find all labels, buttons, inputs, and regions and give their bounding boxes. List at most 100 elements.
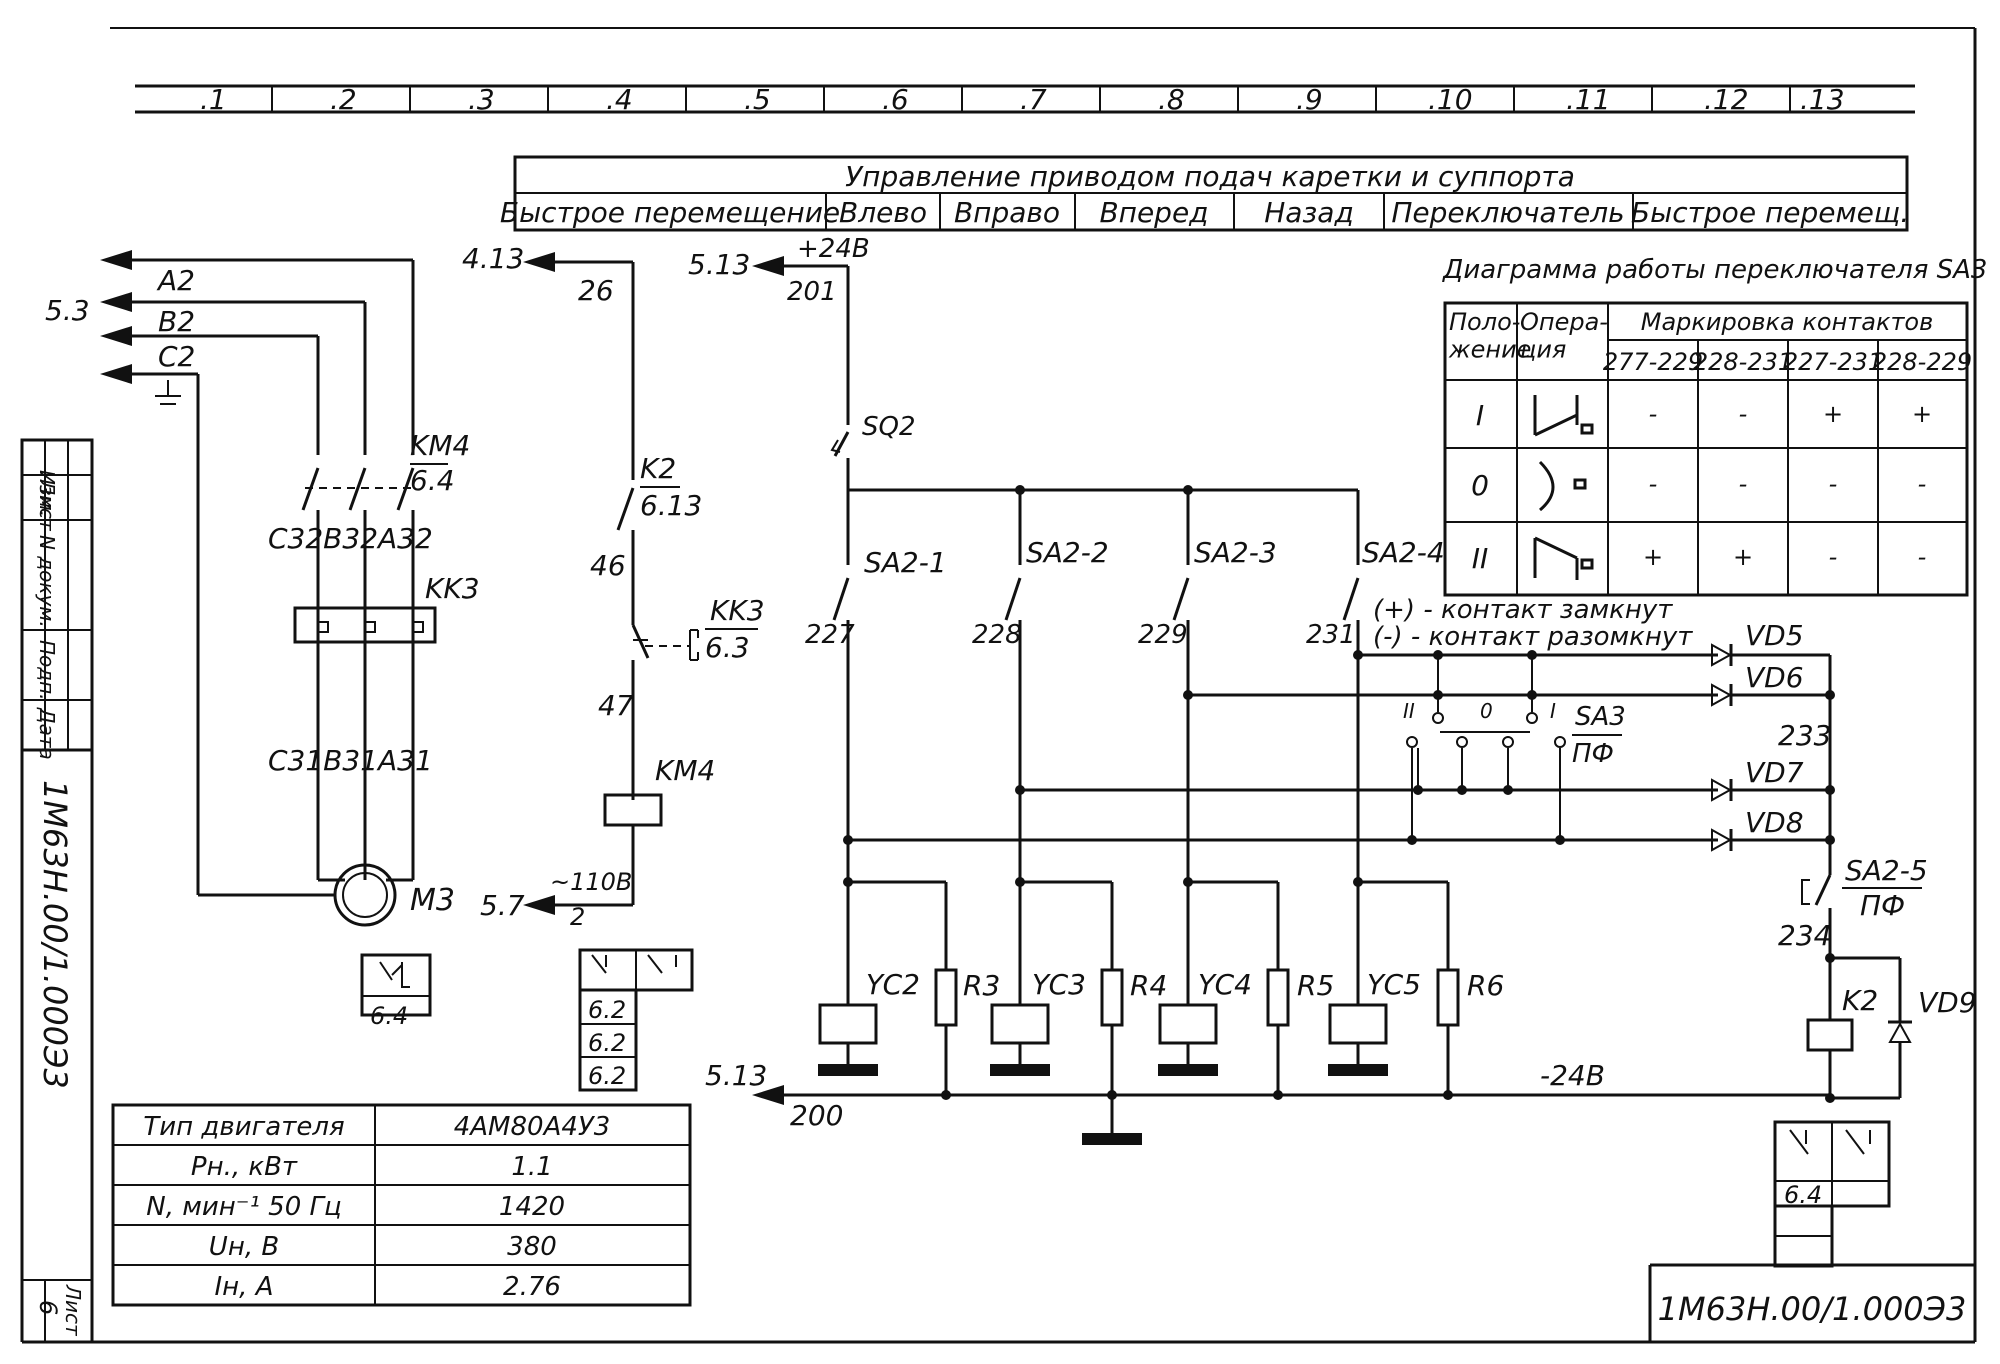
side-header: Дата — [35, 707, 59, 760]
wire-200: 200 — [790, 1099, 843, 1132]
legend-open: (-) - контакт разомкнут — [1373, 622, 1693, 652]
col-marking-header: Маркировка контактов — [1641, 308, 1934, 336]
contact-state: - — [1739, 470, 1748, 498]
wire-231: 231 — [1306, 620, 1356, 650]
header-cell: Влево — [839, 196, 927, 229]
solenoid-yc4 — [1158, 1003, 1218, 1045]
wire-201: 201 — [787, 277, 837, 307]
position-cell: 0 — [1471, 469, 1489, 502]
operation-right-icon — [1533, 395, 1594, 437]
k2-contact-ref: 6.13 — [640, 489, 702, 522]
solenoid-yc2 — [818, 1003, 878, 1045]
sa3-position: II — [1403, 699, 1415, 723]
vd7-label: VD7 — [1745, 756, 1804, 789]
ref-4-13: 4.13 — [462, 242, 524, 275]
kk3-contact-ref: 6.3 — [705, 631, 750, 664]
ref-5-13-bottom: 5.13 — [705, 1059, 767, 1092]
vd6-label: VD6 — [1745, 661, 1804, 694]
motor-spec-label: Iн, А — [215, 1272, 274, 1302]
function-header: Управление приводом подач каретки и супп… — [500, 155, 1909, 232]
motor-spec-value: 1.1 — [511, 1152, 552, 1182]
ruler-mark: .13 — [1800, 83, 1845, 116]
sa3-position: 0 — [1480, 699, 1493, 723]
document-code: 1М63Н.00/1.000Э3 — [1658, 1290, 1967, 1328]
contact-state: + — [1733, 543, 1753, 571]
sa2-1-label: SA2-1 — [864, 546, 947, 579]
ruler-mark: .7 — [1020, 83, 1047, 116]
k2-xref: 6.4 — [1784, 1181, 1822, 1209]
contact-state: + — [1912, 400, 1932, 428]
ref-5-13-top: 5.13 — [688, 248, 750, 281]
operation-left-icon — [1533, 536, 1594, 580]
sa2-5-sublabel: ПФ — [1860, 889, 1905, 922]
k2-coil-label: K2 — [1842, 984, 1878, 1017]
position-cell: II — [1472, 542, 1489, 575]
wire-26: 26 — [578, 274, 614, 307]
header-cell: Вперед — [1099, 196, 1208, 229]
kk3-label: KK3 — [425, 572, 480, 605]
legend-closed: (+) - контакт замкнут — [1373, 595, 1673, 625]
wire-228: 228 — [972, 620, 1022, 650]
side-header: Подп. — [35, 640, 59, 701]
motor-spec-table: Тип двигателя 4АМ80А4У3 Рн., кВт 1.1 N, … — [111, 1103, 692, 1307]
vd9-label: VD9 — [1918, 986, 1977, 1019]
vd8-label: VD8 — [1745, 806, 1804, 839]
wire-marks-c32b32a32: C32B32A32 — [268, 522, 433, 555]
r5-label: R5 — [1297, 969, 1334, 1002]
ruler-mark: .11 — [1566, 83, 1611, 116]
side-header: N докум. — [35, 535, 59, 628]
sheet-label: Лист — [61, 1284, 85, 1337]
km4-coil-label: KM4 — [655, 754, 715, 787]
vd5-label: VD5 — [1745, 619, 1804, 652]
wire-2: 2 — [570, 903, 585, 931]
motor-spec-label: Тип двигателя — [143, 1112, 344, 1142]
contact-state: - — [1918, 543, 1927, 571]
header-cell: Быстрое перемещение — [500, 196, 840, 229]
motor-spec-value: 380 — [507, 1232, 557, 1262]
r6-label: R6 — [1467, 969, 1504, 1002]
motor-spec-value: 1420 — [499, 1192, 565, 1222]
sheet-number: 6 — [34, 1300, 62, 1315]
header-cell: Быстрое перемещ. — [1631, 196, 1909, 229]
sa3-diagram-table: Диаграмма работы переключателя SA3 Поло-… — [1373, 255, 1987, 652]
yc5-label: YC5 — [1367, 968, 1421, 1001]
col-operation-header: Опера-ция — [1520, 308, 1608, 364]
ruler-mark: .6 — [882, 83, 909, 116]
ground-icon — [155, 380, 181, 405]
sa3-table-caption: Диаграмма работы переключателя SA3 — [1442, 255, 1987, 285]
side-header: Лист — [35, 479, 59, 532]
contact-header: 228-231 — [1693, 348, 1793, 376]
phase-b-label: B2 — [158, 305, 195, 338]
motor-m3-label: M3 — [410, 883, 455, 918]
motor-xref: 6.4 — [370, 1002, 408, 1030]
voltage-110: ~110В — [550, 868, 632, 896]
position-cell: I — [1476, 399, 1484, 432]
yc3-label: YC3 — [1032, 968, 1086, 1001]
k2-contact-label: K2 — [640, 452, 676, 485]
motor-spec-label: N, мин⁻¹ 50 Гц — [146, 1192, 341, 1222]
sa2-4-label: SA2-4 — [1362, 536, 1445, 569]
ruler-mark: .2 — [330, 83, 357, 116]
contact-state: - — [1918, 470, 1927, 498]
wire-47: 47 — [598, 689, 634, 722]
wire-46: 46 — [590, 549, 626, 582]
sa2-3-label: SA2-3 — [1194, 536, 1277, 569]
header-cell: Назад — [1264, 196, 1354, 229]
km4-label: KM4 — [410, 429, 470, 462]
power-circuit: 5.3 A2 B2 C2 KM4 6.4 C32B32A32 — [45, 250, 480, 1030]
header-cell: Переключатель — [1391, 196, 1624, 229]
ruler-mark: .10 — [1428, 83, 1473, 116]
sq2-label: SQ2 — [862, 412, 916, 442]
ref-5-7: 5.7 — [480, 889, 525, 922]
kk3-contact-label: KK3 — [710, 594, 765, 627]
motor-spec-value: 4АМ80А4У3 — [454, 1112, 611, 1142]
title-stamp: 1М63Н.00/1.000Э3 — [1648, 1263, 1975, 1342]
solenoid-yc3 — [990, 1003, 1050, 1045]
sa3-selector: II 0 I SA3 ПФ — [1403, 655, 1626, 840]
header-title: Управление приводом подач каретки и супп… — [845, 160, 1575, 193]
sa3-label: SA3 — [1575, 702, 1626, 732]
km4-xref: 6.2 — [588, 1062, 626, 1090]
wire-234: 234 — [1778, 919, 1831, 952]
motor-spec-label: Uн, В — [209, 1232, 279, 1262]
r4-label: R4 — [1130, 969, 1167, 1002]
